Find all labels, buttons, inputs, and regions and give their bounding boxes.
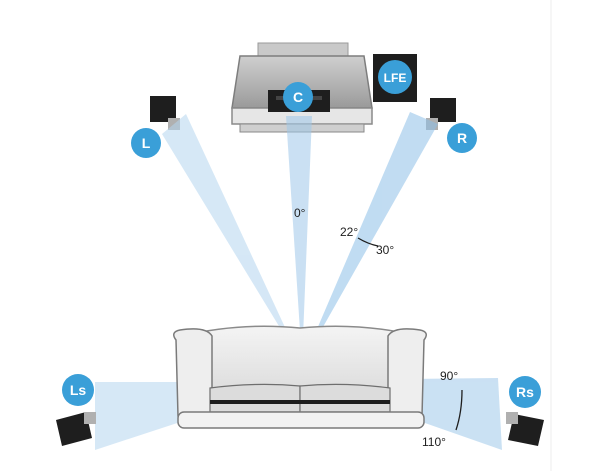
sofa (173, 325, 427, 429)
badge-left: L (131, 128, 161, 158)
left-surround-speaker (56, 412, 96, 446)
badge-right: R (447, 123, 477, 153)
badge-left-surround: Ls (62, 374, 94, 406)
front-angle-arc (357, 237, 379, 247)
center-beam (286, 116, 312, 362)
angle-label-center: 0° (294, 206, 306, 220)
front-right-beam (302, 112, 438, 364)
angle-label-surround-max: 110° (422, 435, 446, 449)
front-left-beam (162, 114, 302, 364)
angle-label-front-max: 30° (376, 243, 394, 257)
badge-right-label: R (457, 130, 467, 146)
badge-left-surround-label: Ls (70, 382, 87, 398)
badge-right-surround: Rs (509, 376, 541, 408)
badge-right-surround-label: Rs (516, 384, 534, 400)
badge-subwoofer: LFE (378, 60, 412, 94)
badge-center-label: C (293, 89, 303, 105)
angle-label-front-min: 22° (340, 225, 358, 239)
badge-subwoofer-label: LFE (384, 71, 407, 85)
angle-label-surround-min: 90° (440, 369, 458, 383)
surround-angle-arc (455, 389, 463, 431)
badge-center: C (283, 82, 313, 112)
right-surround-speaker (506, 412, 544, 446)
badge-left-label: L (142, 135, 151, 151)
